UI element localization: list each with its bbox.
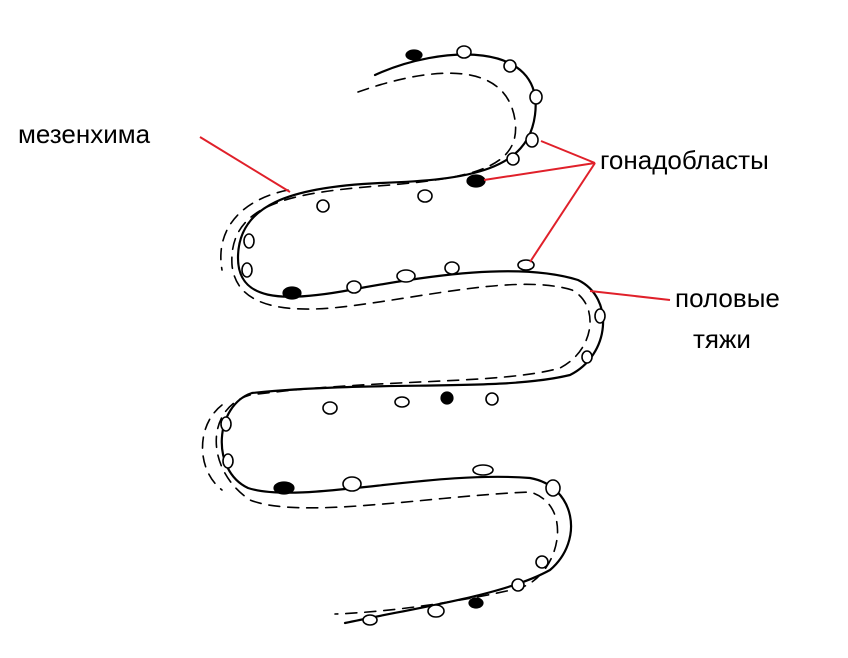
gonadoblast-cell bbox=[545, 479, 561, 497]
leader-line-gonadoblast-2 bbox=[483, 162, 596, 181]
gonadoblast-cell bbox=[362, 614, 378, 626]
gonadoblast-cell bbox=[342, 476, 362, 492]
gonadoblast-cell bbox=[503, 59, 517, 73]
label-gonadoblasts: гонадобласты bbox=[600, 145, 769, 175]
gonadoblast-cell bbox=[396, 269, 416, 283]
gonadoblast-open-cells bbox=[220, 45, 606, 626]
gonadoblast-cell bbox=[594, 308, 606, 324]
mesenchyme-contour bbox=[201, 72, 591, 615]
gonadoblast-cell bbox=[427, 604, 445, 618]
gonadoblast-cell bbox=[322, 401, 338, 415]
gonadoblast-cell bbox=[525, 132, 539, 148]
gonadoblast-cell bbox=[394, 396, 410, 408]
gonadoblast-cell bbox=[316, 199, 330, 213]
gonadoblast-cell bbox=[485, 392, 499, 406]
gonadoblast-cell bbox=[472, 464, 494, 476]
gonadoblast-cell-filled bbox=[466, 174, 486, 188]
leader-line-gonadoblast-1 bbox=[540, 140, 596, 164]
leader-line-sex-cords bbox=[589, 290, 671, 301]
gonadoblast-cell bbox=[243, 233, 255, 249]
sex-cord-line bbox=[220, 53, 604, 625]
gonadoblast-cell bbox=[581, 350, 593, 364]
label-mesenchyme: мезенхима bbox=[18, 119, 151, 149]
leader-line-mesenchyme bbox=[199, 136, 291, 193]
gonadoblast-cell bbox=[241, 262, 253, 278]
gonadoblast-cell bbox=[220, 416, 232, 432]
gonadoblast-cell bbox=[517, 259, 535, 271]
gonadoblast-cell-filled bbox=[273, 481, 295, 495]
leader-lines bbox=[199, 136, 671, 301]
gonadoblast-cell bbox=[346, 280, 362, 294]
gonadoblast-cell-filled bbox=[405, 49, 423, 61]
leader-line-gonadoblast-3 bbox=[529, 162, 596, 263]
gonadoblast-cell bbox=[529, 89, 543, 105]
gonadoblast-cell bbox=[417, 189, 433, 203]
gonadoblast-cell-filled bbox=[282, 286, 302, 300]
gonadoblast-cell-filled bbox=[468, 597, 484, 609]
gonadoblast-cell bbox=[444, 261, 460, 275]
label-sex-cords-line2: тяжи bbox=[693, 324, 751, 354]
gonadoblast-cell bbox=[535, 555, 549, 569]
gonadoblast-cell bbox=[222, 453, 234, 469]
gonadoblast-cell bbox=[511, 578, 525, 592]
label-sex-cords-line1: половые bbox=[675, 283, 780, 313]
gonadoblast-filled-cells bbox=[273, 49, 486, 609]
gonadoblast-cell-filled bbox=[440, 391, 454, 405]
gonadoblast-cell bbox=[456, 45, 472, 59]
gonadoblast-cell bbox=[506, 152, 520, 166]
